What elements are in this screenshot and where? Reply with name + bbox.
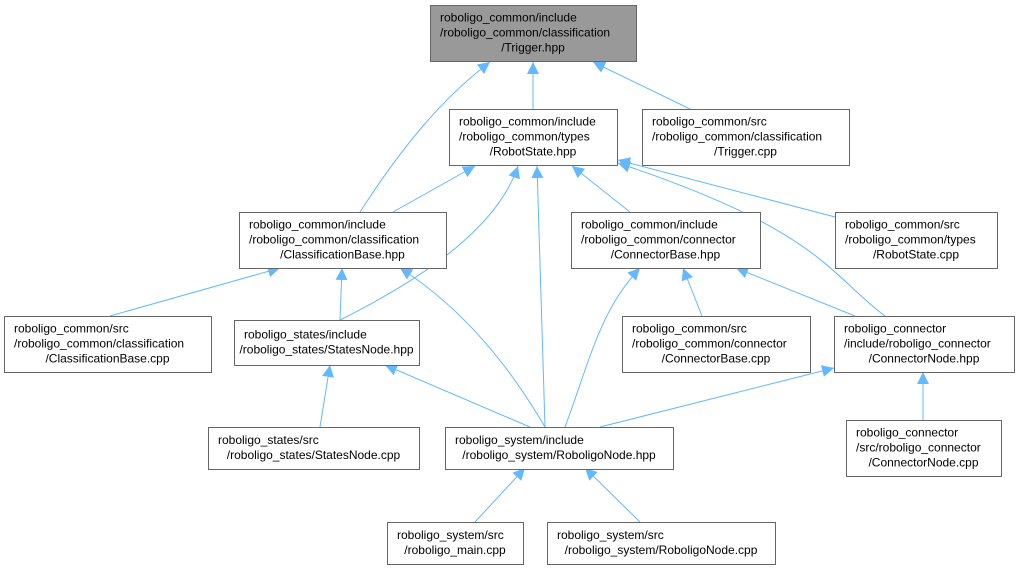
node-box xyxy=(445,427,674,470)
node-label-line: /roboligo_common/classification xyxy=(14,337,184,351)
node-box xyxy=(834,316,1015,373)
edge-robotstate_cpp-to-robotstate_hpp xyxy=(617,157,836,218)
node-box xyxy=(835,212,998,269)
node-label-line: roboligo_common/src xyxy=(845,218,960,232)
edge-connnode_hpp-to-robotstate_hpp xyxy=(617,161,886,317)
node-label-line: /roboligo_common/connector xyxy=(632,337,787,351)
edge-trigger_cpp-to-trigger_hpp xyxy=(592,61,691,110)
node-robotstate-hpp[interactable]: roboligo_common/include/roboligo_common/… xyxy=(449,109,618,166)
node-label-line: /roboligo_common/classification xyxy=(652,130,822,144)
node-label-line: /ConnectorBase.hpp xyxy=(611,248,721,262)
node-label-line: roboligo_common/include xyxy=(440,11,577,25)
node-label-line: roboligo_connector xyxy=(844,322,946,336)
node-box xyxy=(234,320,420,366)
node-label-line: /roboligo_common/connector xyxy=(581,233,736,247)
node-label-line: roboligo_common/src xyxy=(632,322,747,336)
edge-roboligonode_hpp-to-statesnode_hpp xyxy=(384,364,531,428)
node-label-line: /ClassificationBase.cpp xyxy=(45,352,169,366)
node-label-line: /Trigger.hpp xyxy=(501,41,565,55)
edge-classbase_hpp-to-robotstate_hpp xyxy=(392,165,476,213)
node-box xyxy=(387,522,524,565)
edge-connbase_hpp-to-robotstate_hpp xyxy=(571,165,631,213)
edge-roboligonode_hpp-to-connbase_hpp xyxy=(564,267,641,428)
node-box xyxy=(208,427,420,470)
node-box xyxy=(4,316,212,373)
node-box xyxy=(622,316,811,373)
node-box xyxy=(430,5,637,62)
node-connbase-cpp[interactable]: roboligo_common/src/roboligo_common/conn… xyxy=(622,316,811,373)
node-box xyxy=(571,212,761,269)
node-connnode-hpp[interactable]: roboligo_connector/include/roboligo_conn… xyxy=(834,316,1015,373)
node-label-line: roboligo_common/include xyxy=(249,218,386,232)
node-label-line: roboligo_common/src xyxy=(652,115,767,129)
edge-connbase_cpp-to-connbase_hpp xyxy=(681,267,703,317)
node-trigger-cpp[interactable]: roboligo_common/src/roboligo_common/clas… xyxy=(642,109,850,166)
node-label-line: roboligo_system/include xyxy=(455,433,584,447)
node-robotstate-cpp[interactable]: roboligo_common/src/roboligo_common/type… xyxy=(835,212,998,269)
node-label-line: roboligo_common/src xyxy=(14,322,129,336)
edge-statesnode_hpp-to-robotstate_hpp xyxy=(339,165,520,321)
node-label-line: roboligo_states/src xyxy=(218,433,319,447)
node-label-line: /ConnectorNode.hpp xyxy=(869,352,980,366)
edge-roboligonode_cpp-to-roboligonode_hpp xyxy=(584,467,641,523)
node-label-line: roboligo_common/include xyxy=(459,115,596,129)
node-label-line: /roboligo_system/RoboligoNode.hpp xyxy=(462,448,656,462)
node-label-line: roboligo_system/src xyxy=(557,528,664,542)
node-label-line: /roboligo_common/classification xyxy=(249,233,419,247)
node-label-line: /include/roboligo_connector xyxy=(844,337,991,351)
node-label-line: /RobotState.cpp xyxy=(873,248,959,262)
edge-roboligonode_hpp-to-connnode_hpp xyxy=(599,365,835,428)
node-label-line: /ConnectorBase.cpp xyxy=(662,352,771,366)
edge-roboligonode_hpp-to-robotstate_hpp xyxy=(531,165,546,428)
node-roboligonode-hpp[interactable]: roboligo_system/include/roboligo_system/… xyxy=(445,427,674,470)
edge-connnode_hpp-to-connbase_hpp xyxy=(735,266,856,317)
node-box xyxy=(642,109,850,166)
node-label-line: /roboligo_common/types xyxy=(845,233,976,247)
node-box xyxy=(846,420,1002,477)
edge-roboligonode_hpp-to-classbase_hpp xyxy=(399,267,546,428)
node-label-line: /roboligo_states/StatesNode.cpp xyxy=(227,448,401,462)
node-label-line: roboligo_connector xyxy=(856,426,958,440)
node-label-line: /ConnectorNode.cpp xyxy=(868,456,978,470)
node-statesnode-hpp[interactable]: roboligo_states/include/roboligo_states/… xyxy=(234,320,420,366)
node-classbase-hpp[interactable]: roboligo_common/include/roboligo_common/… xyxy=(239,212,447,269)
node-label-line: /roboligo_common/classification xyxy=(440,26,610,40)
node-label-line: /roboligo_system/RoboligoNode.cpp xyxy=(565,543,758,557)
node-label-line: /Trigger.cpp xyxy=(714,145,777,159)
node-main-cpp[interactable]: roboligo_system/src/roboligo_main.cpp xyxy=(387,522,524,565)
edge-classbase_hpp-to-trigger_hpp xyxy=(359,61,491,213)
node-box xyxy=(449,109,618,166)
edge-statesnode_cpp-to-statesnode_hpp xyxy=(319,364,335,428)
node-label-line: /src/roboligo_connector xyxy=(856,441,981,455)
node-connbase-hpp[interactable]: roboligo_common/include/roboligo_common/… xyxy=(571,212,761,269)
node-label-line: /roboligo_common/types xyxy=(459,130,590,144)
node-box xyxy=(547,522,776,565)
node-box xyxy=(239,212,447,269)
node-label-line: roboligo_states/include xyxy=(244,328,367,342)
edge-main_cpp-to-roboligonode_hpp xyxy=(474,467,526,523)
node-label-line: roboligo_system/src xyxy=(397,528,504,542)
node-classbase-cpp[interactable]: roboligo_common/src/roboligo_common/clas… xyxy=(4,316,212,373)
edge-classbase_cpp-to-classbase_hpp xyxy=(109,265,281,317)
node-statesnode-cpp[interactable]: roboligo_states/src/roboligo_states/Stat… xyxy=(208,427,420,470)
node-label-line: /ClassificationBase.hpp xyxy=(280,248,405,262)
node-label-line: /RobotState.hpp xyxy=(490,145,577,159)
node-label-line: roboligo_common/include xyxy=(581,218,718,232)
node-connnode-cpp[interactable]: roboligo_connector/src/roboligo_connecto… xyxy=(846,420,1002,477)
node-roboligonode-cpp[interactable]: roboligo_system/src/roboligo_system/Robo… xyxy=(547,522,776,565)
node-trigger-hpp: roboligo_common/include/roboligo_common/… xyxy=(430,5,637,62)
node-label-line: /roboligo_states/StatesNode.hpp xyxy=(239,343,413,357)
edge-statesnode_hpp-to-classbase_hpp xyxy=(335,267,348,321)
node-label-line: /roboligo_main.cpp xyxy=(404,543,506,557)
